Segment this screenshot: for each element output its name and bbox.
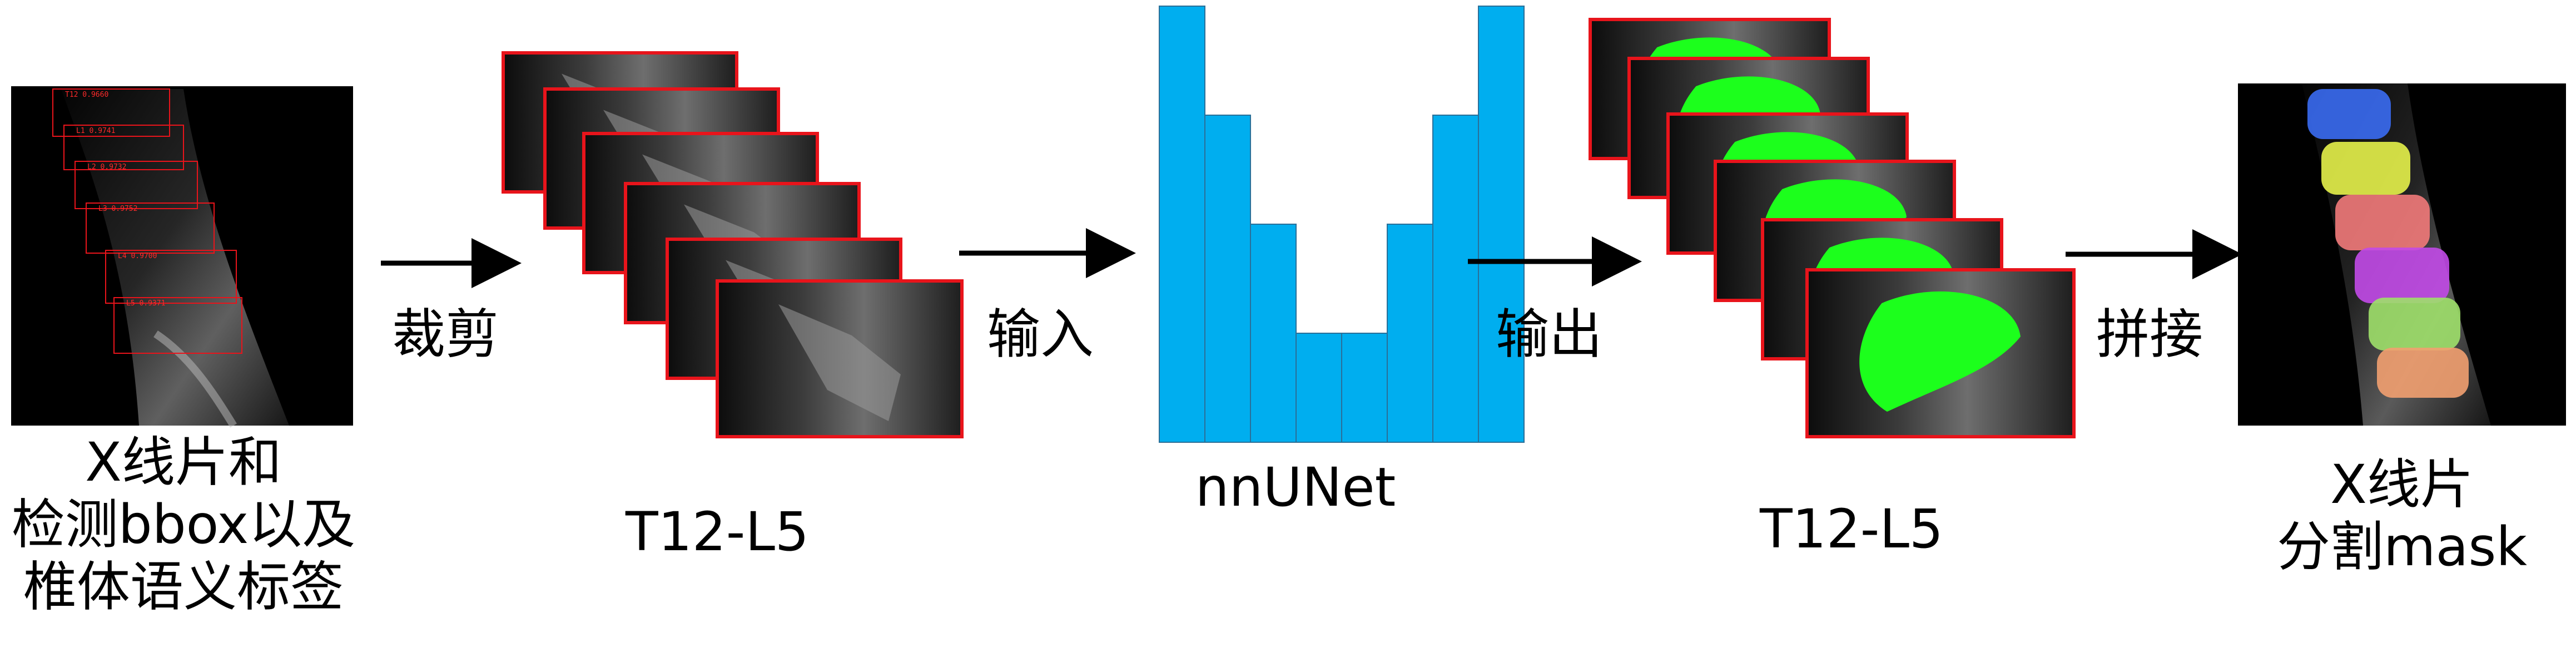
unet-block <box>1387 224 1433 443</box>
unet-block <box>1296 333 1342 443</box>
detection-box <box>86 202 215 254</box>
detection-label: L1 0.9741 <box>76 127 115 135</box>
input-xray-spine <box>61 89 289 426</box>
cropped-vertebra-stack <box>502 51 964 438</box>
colored-vertebra-mask <box>2321 142 2410 195</box>
unet-block <box>1341 333 1388 443</box>
crops-caption: T12-L5 <box>626 501 809 563</box>
detection-box <box>63 125 184 170</box>
input-caption-line-1: X线片和 <box>85 431 282 493</box>
crop-label: 裁剪 <box>392 303 499 365</box>
detection-label: L3 0.9752 <box>98 205 137 213</box>
detection-box <box>105 250 237 304</box>
input-caption-line-2: 检测bbox以及 <box>11 493 356 556</box>
vertebra-mask <box>1859 291 2021 412</box>
result-caption-line-1: X线片 <box>2330 453 2474 516</box>
colored-vertebra-mask <box>2307 89 2391 139</box>
input-xray-image: T12 0.9660 L1 0.9741 L2 0.9732 L3 0.9752 L4 … <box>11 86 353 428</box>
detection-box <box>75 161 198 209</box>
input-caption-line-3: 椎体语义标签 <box>23 556 344 618</box>
output-label: 输出 <box>1496 303 1602 365</box>
crop-frame <box>716 279 964 438</box>
unet-block <box>1432 115 1479 443</box>
detection-box <box>52 88 170 137</box>
detection-label: L4 0.9700 <box>118 252 157 260</box>
mask-frame <box>1805 268 2076 438</box>
unet-diagram <box>1159 6 1525 443</box>
colored-vertebra-mask <box>2377 348 2469 398</box>
unet-block <box>1478 6 1525 443</box>
detection-label: L5 0.9371 <box>126 299 165 308</box>
detection-label: L2 0.9732 <box>87 163 126 171</box>
result-xray-image <box>2238 83 2566 426</box>
detection-label: T12 0.9660 <box>65 91 108 99</box>
model-caption: nnUNet <box>1195 456 1396 518</box>
unet-block <box>1159 6 1205 443</box>
unet-block <box>1204 115 1251 443</box>
result-caption-line-2: 分割mask <box>2277 516 2527 578</box>
colored-vertebra-mask <box>2335 195 2430 250</box>
detection-box <box>113 297 242 354</box>
unet-block <box>1250 224 1297 443</box>
colored-vertebra-mask <box>2369 298 2460 350</box>
stitch-label: 拼接 <box>2096 303 2203 365</box>
masks-caption: T12-L5 <box>1760 498 1943 560</box>
segmented-mask-stack <box>1589 18 2076 438</box>
colored-vertebra-mask <box>2355 248 2449 303</box>
input-label: 输入 <box>987 303 1094 365</box>
